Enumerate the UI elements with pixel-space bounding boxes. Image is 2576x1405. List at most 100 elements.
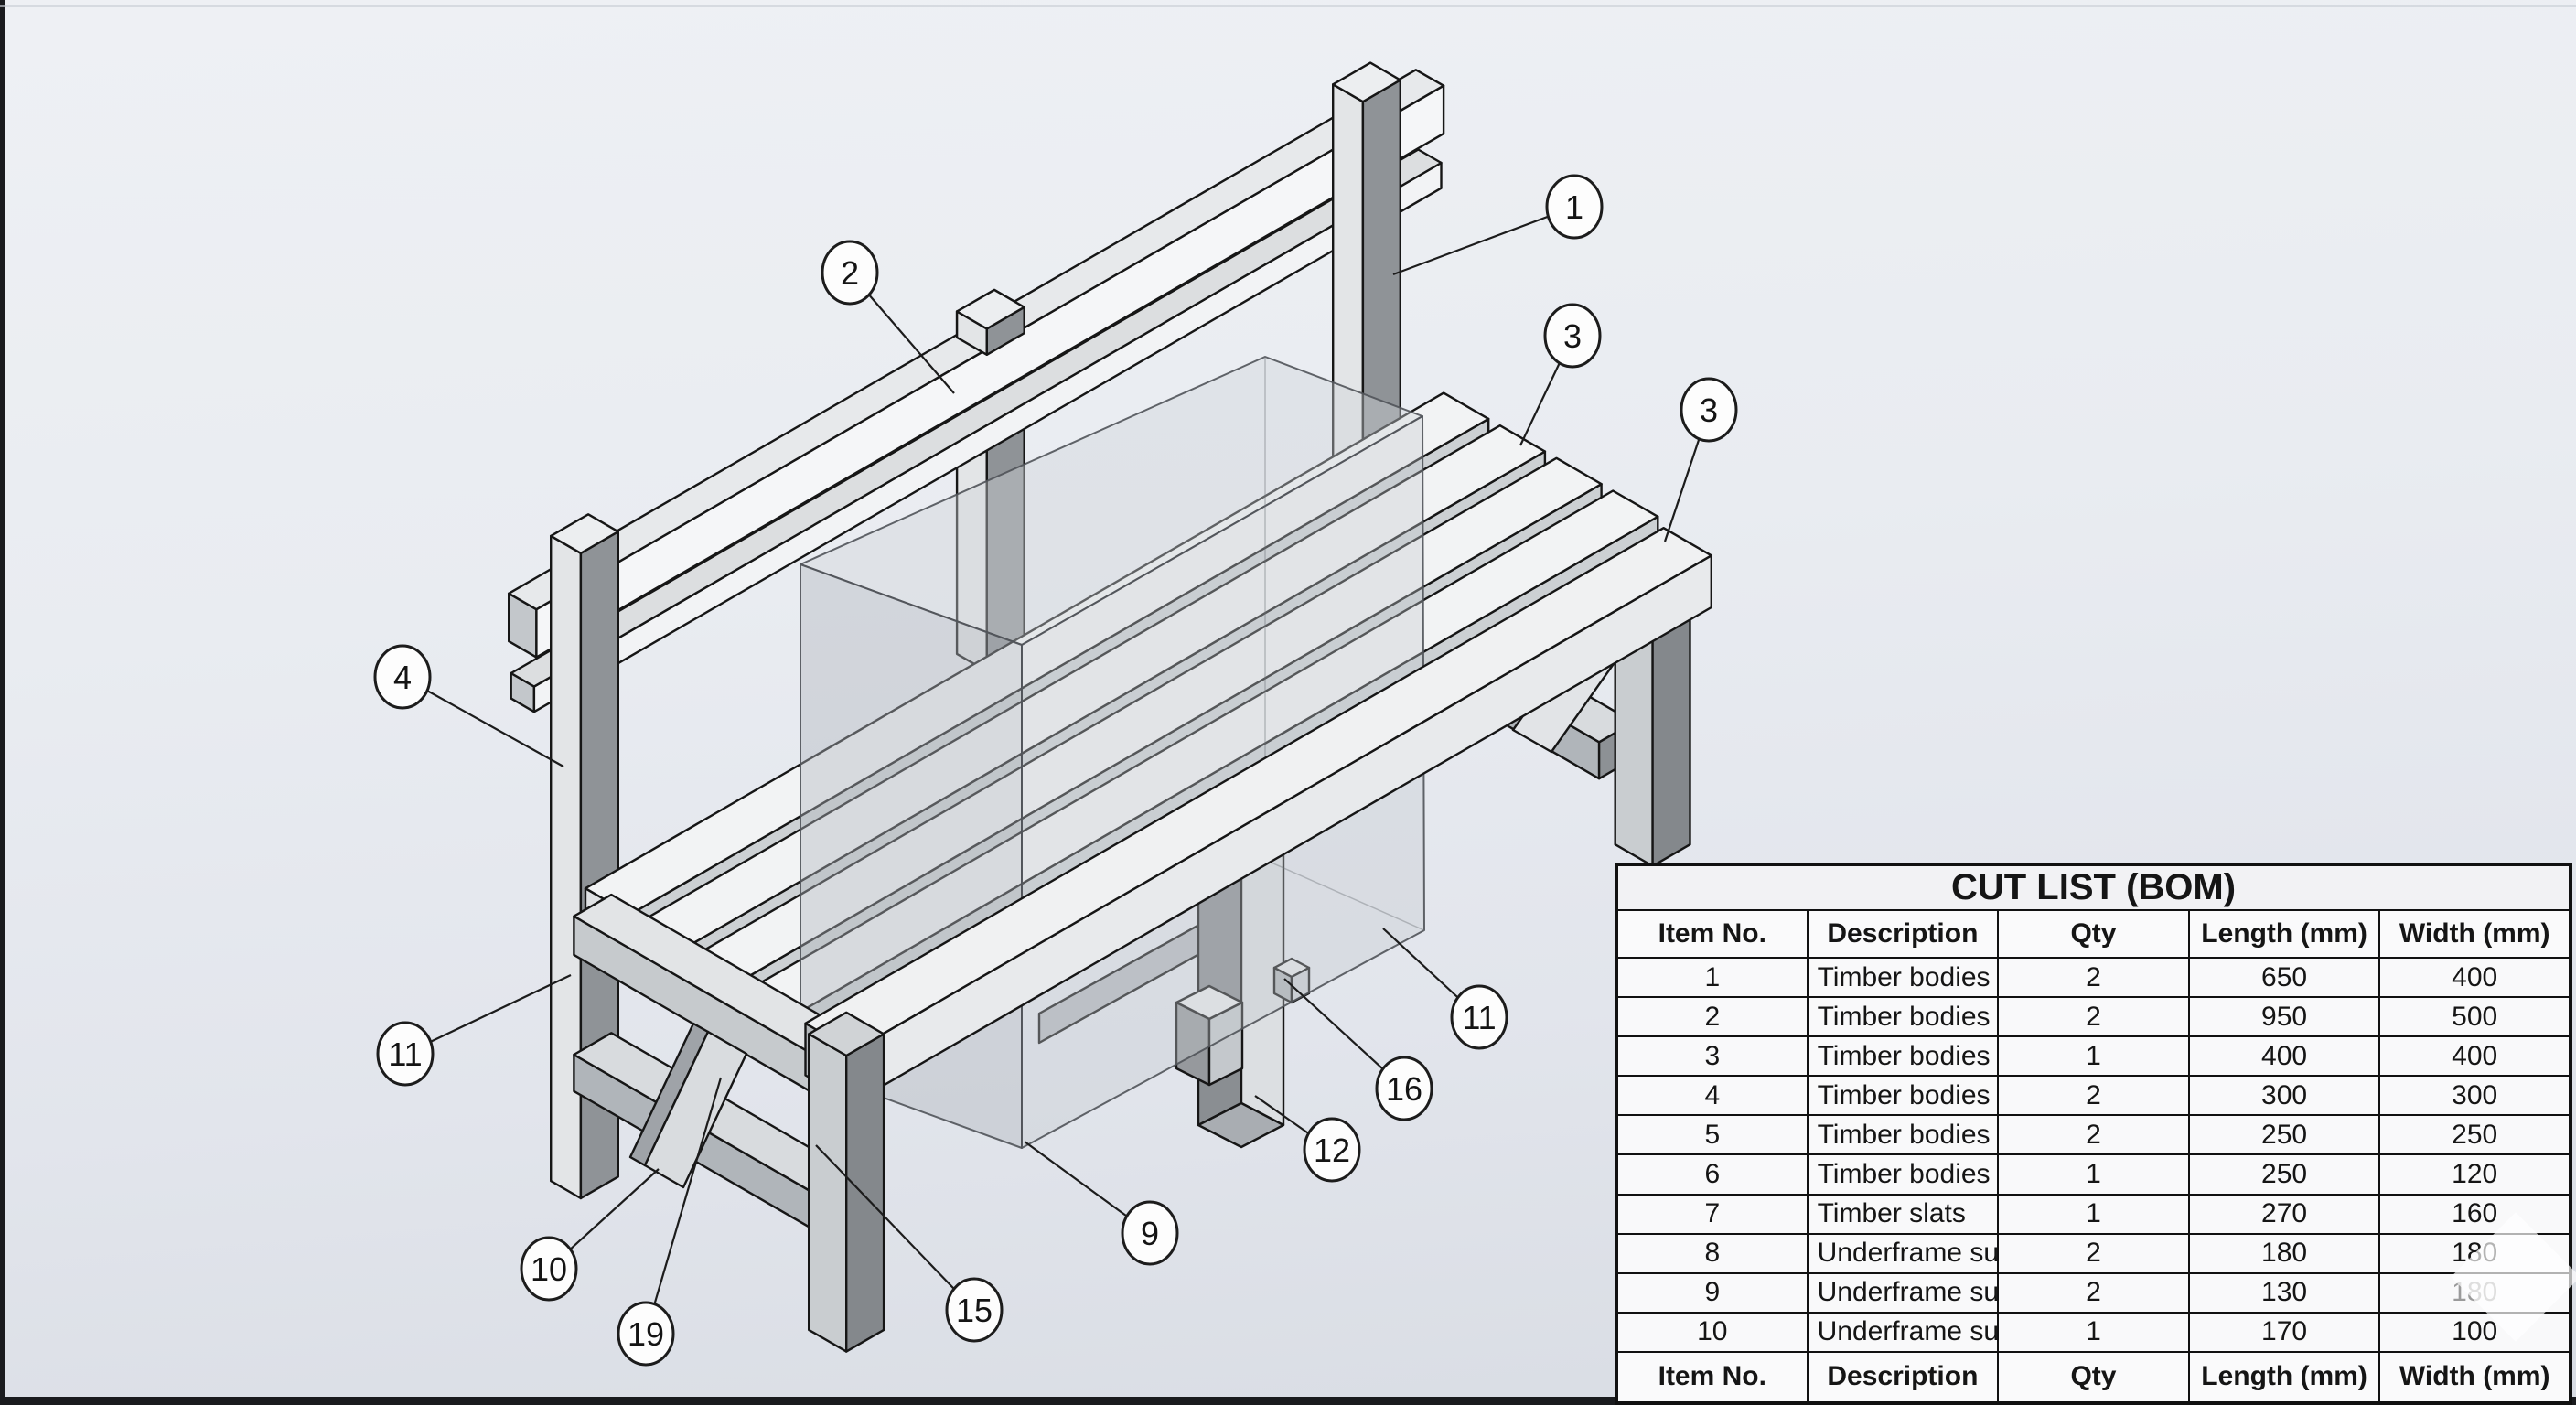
bom-cell: 4: [1615, 1075, 1809, 1117]
bom-header-cell: Width (mm): [2378, 909, 2571, 960]
back-post-right-top-face: [1331, 61, 1402, 103]
bom-cell: 400: [2187, 1035, 2381, 1078]
underframe-post-bottom: [1197, 1101, 1285, 1149]
bom-cell: 1: [1997, 1193, 2190, 1235]
bom-cell: 2: [1997, 957, 2190, 999]
bom-cell: 1: [1997, 1035, 2190, 1078]
bom-cell: 100: [2378, 1311, 2571, 1353]
bom-cell: 6: [1615, 1153, 1809, 1196]
balloon-19-7: 19: [617, 1077, 723, 1367]
bom-cell: 500: [2378, 996, 2571, 1038]
bom-cell: 180: [2378, 1232, 2571, 1274]
balloon-3-3: 3: [1663, 377, 1738, 542]
balloon-11-12: 11: [1382, 928, 1508, 1050]
bom-cell: 950: [2187, 996, 2381, 1038]
balloon-number: 16: [1386, 1070, 1422, 1108]
bom-cell: 2: [1997, 996, 2190, 1038]
back-post-left-left-face: [550, 534, 583, 1200]
balloon-circle: [617, 1301, 675, 1367]
bom-cell: 250: [2378, 1114, 2571, 1156]
bom-footer-cell: Item No.: [1615, 1350, 1809, 1405]
bom-cell: 270: [2187, 1193, 2381, 1235]
leg-front-left-left-face: [808, 1033, 848, 1353]
balloon-leader-line: [644, 1077, 723, 1335]
bom-cell: Timber bodies 4: [1806, 1075, 2000, 1117]
bom-cell: Timber bodies 1: [1806, 957, 2000, 999]
bom-cell: 250: [2187, 1153, 2381, 1196]
back-post-left-top-face: [550, 513, 619, 554]
balloon-circle: [1303, 1117, 1361, 1183]
balloon-number: 10: [531, 1250, 567, 1288]
bom-cell: 3: [1615, 1035, 1809, 1078]
bom-cell: 1: [1615, 957, 1809, 999]
bom-cell: 120: [2378, 1153, 2571, 1196]
bom-header-cell: Qty: [1997, 909, 2190, 960]
brace-left: [643, 1030, 748, 1189]
balloon-leader-line: [815, 1144, 975, 1311]
balloon-2-1: 2: [821, 240, 955, 394]
balloon-circle: [1543, 303, 1602, 369]
bom-cell: 8: [1615, 1232, 1809, 1274]
balloon-number: 15: [956, 1292, 993, 1329]
balloon-circle: [1121, 1200, 1179, 1266]
bom-cell: 650: [2187, 957, 2381, 999]
leg-front-left-top-face: [808, 1011, 886, 1057]
balloon-11-5: 11: [376, 974, 572, 1087]
bom-cell: Timber bodies 2: [1806, 996, 2000, 1038]
bom-cell: Timber bodies 6: [1806, 1153, 2000, 1196]
balloon-number: 1: [1565, 188, 1583, 226]
bom-cell: Timber slats: [1806, 1193, 2000, 1235]
bom-title: CUT LIST (BOM): [1615, 863, 2571, 912]
balloon-circle: [1450, 984, 1508, 1050]
sheet-left-border: [0, 0, 5, 1405]
balloon-16-11: 16: [1283, 978, 1433, 1121]
bom-header-cell: Item No.: [1615, 909, 1809, 960]
balloon-circle: [376, 1021, 435, 1087]
bom-cell: 180: [2187, 1232, 2381, 1274]
balloon-number: 3: [1563, 317, 1582, 355]
leg-front-left-front-face: [845, 1033, 886, 1353]
bom-cell: Timber bodies 3: [1806, 1035, 2000, 1078]
bom-cell: 2: [1997, 1075, 2190, 1117]
bom-cell: 2: [1997, 1271, 2190, 1314]
balloon-number: 2: [841, 254, 859, 292]
bom-cell: 10: [1615, 1311, 1809, 1353]
bom-cell: Underframe support: [1806, 1271, 2000, 1314]
balloon-circle: [1680, 377, 1738, 443]
balloon-number: 11: [1462, 999, 1496, 1036]
balloon-number: 9: [1141, 1215, 1159, 1252]
bom-cell: Underframe support: [1806, 1311, 2000, 1353]
bom-cell: 400: [2378, 957, 2571, 999]
balloon-leader-line: [1392, 205, 1575, 276]
balloon-9-9: 9: [1024, 1141, 1179, 1266]
balloon-leader-line: [402, 676, 564, 767]
bom-cell: 400: [2378, 1035, 2571, 1078]
bom-cell: 1: [1997, 1311, 2190, 1353]
underframe-bracket-side: [1208, 1001, 1244, 1087]
balloon-12-10: 12: [1254, 1095, 1361, 1183]
balloon-leader-line: [404, 974, 572, 1055]
bom-footer-cell: Qty: [1997, 1350, 2190, 1405]
balloon-number: 4: [393, 659, 412, 696]
bom-cell: 130: [2187, 1271, 2381, 1314]
balloon-1-0: 1: [1392, 174, 1604, 276]
bom-footer-cell: Description: [1806, 1350, 2000, 1405]
back-post-middle-cap-top-face: [955, 288, 1025, 330]
bom-footer-cell: Length (mm): [2187, 1350, 2381, 1405]
bom-cell: 1: [1997, 1153, 2190, 1196]
bom-cell: 300: [2187, 1075, 2381, 1117]
balloon-10-6: 10: [520, 1168, 660, 1302]
